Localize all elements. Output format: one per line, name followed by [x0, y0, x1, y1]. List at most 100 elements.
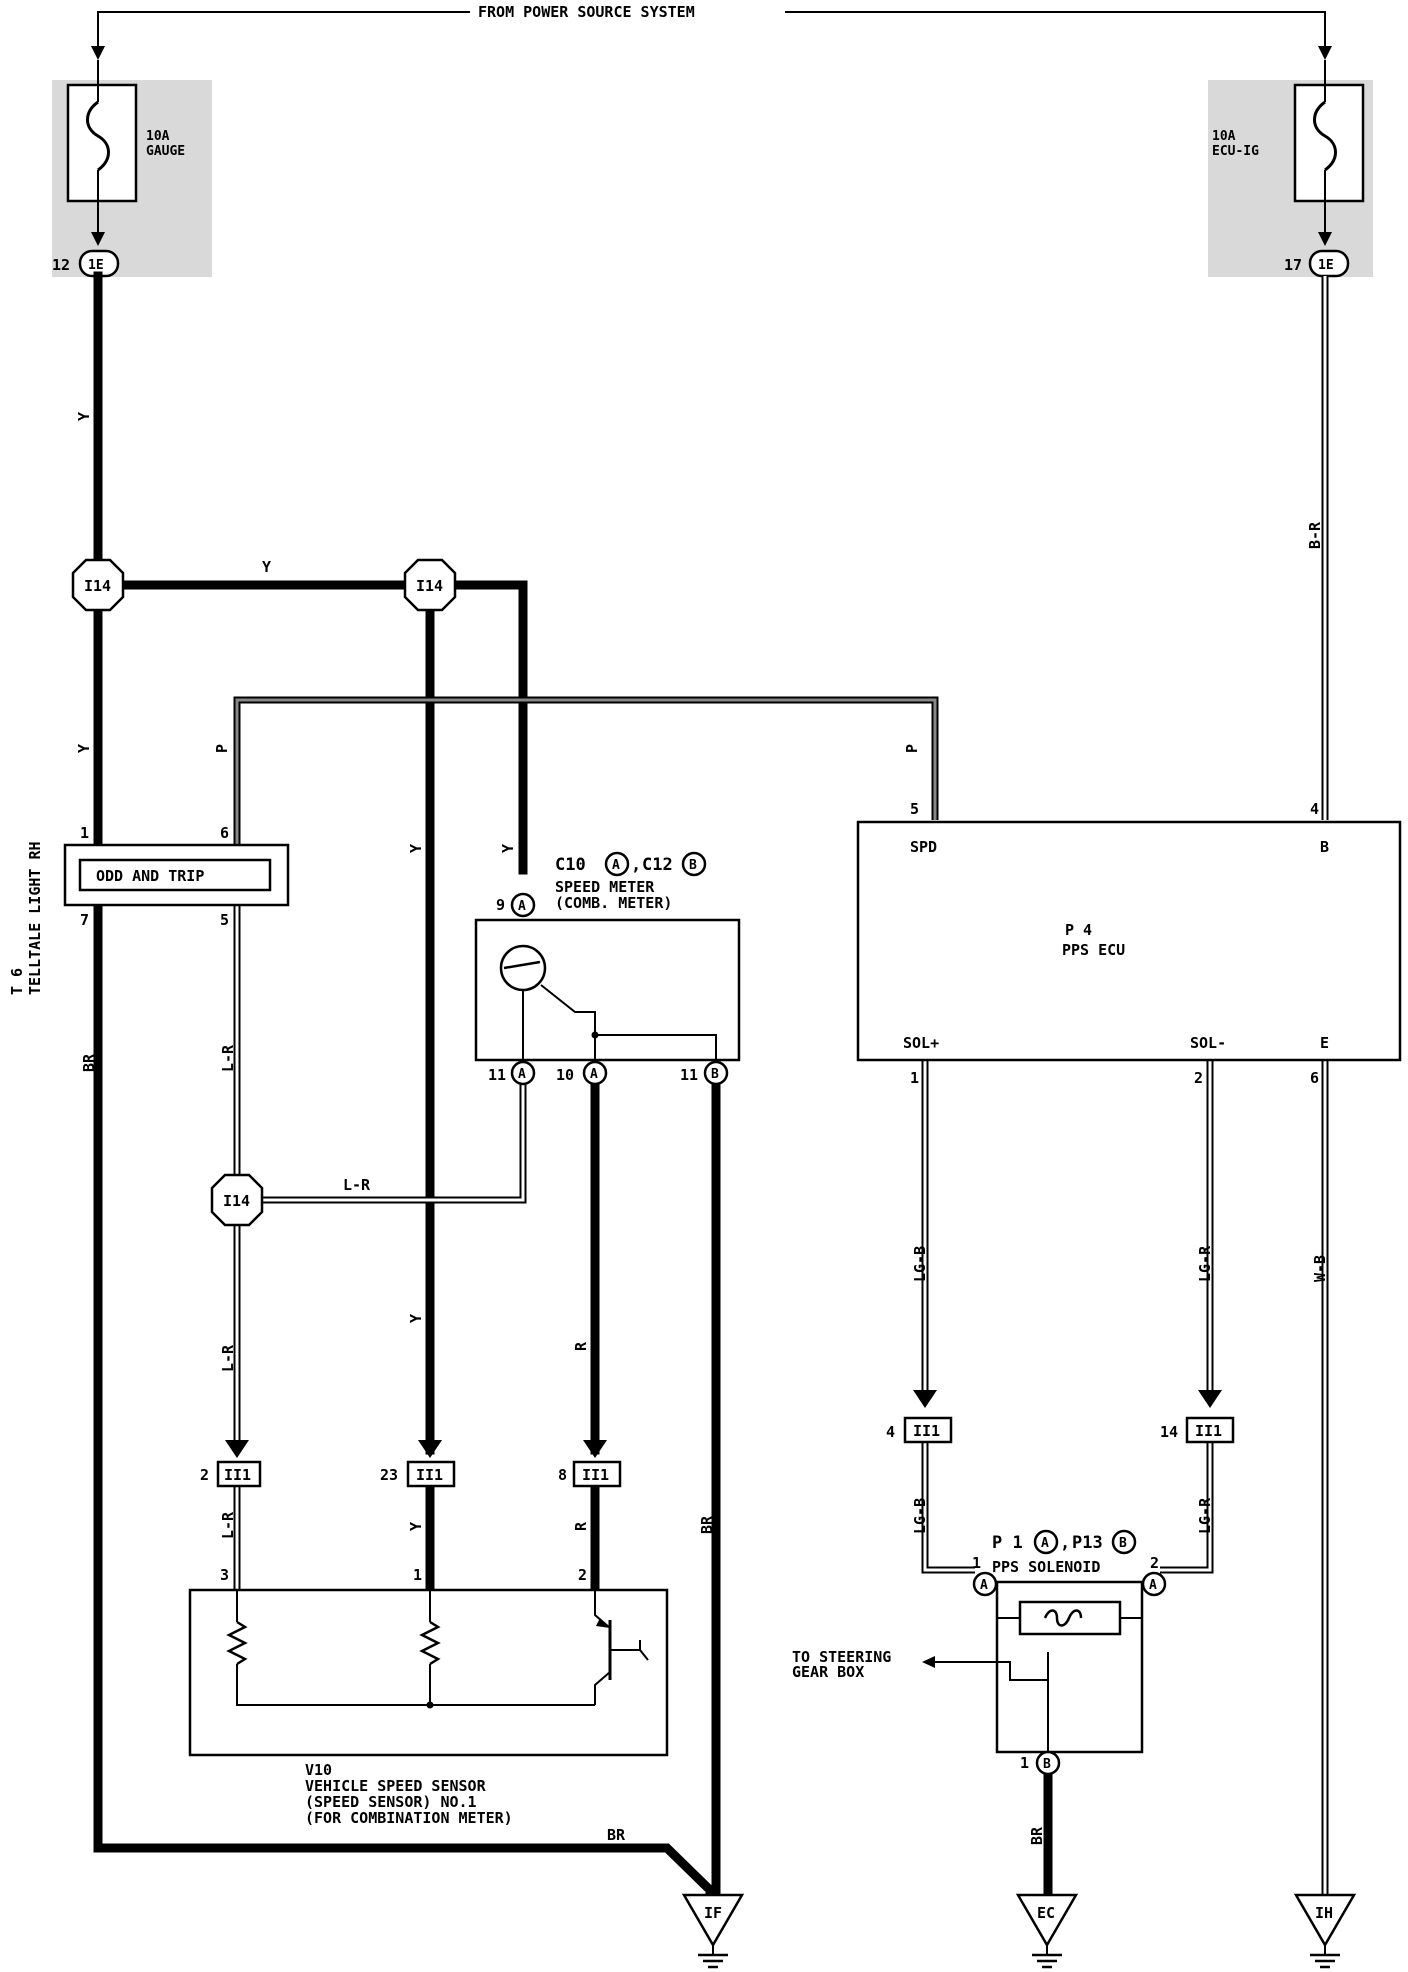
connector-pin: 14: [1160, 1423, 1178, 1441]
ground-label: EC: [1037, 1904, 1055, 1922]
wire-label: Y: [75, 412, 93, 421]
fuse-ecu-name: ECU-IG: [1212, 144, 1259, 159]
wire-label: LG-B: [911, 1246, 929, 1282]
marker-b: B: [689, 858, 697, 873]
wire-label: BR: [1028, 1826, 1046, 1845]
wire-label: W-B: [1311, 1255, 1329, 1282]
marker-b: B: [1119, 1536, 1127, 1551]
ecu-terminal-e: E: [1320, 1034, 1329, 1052]
sensor-pin-3: 3: [220, 1566, 229, 1584]
wire-label: Y: [407, 1314, 425, 1323]
pps-solenoid: P 1 A , P13 B PPS SOLENOID 1 A 2 A 1 B T…: [792, 1529, 1167, 1776]
ecu-terminal-spd: SPD: [910, 838, 937, 856]
steering-note-line2: GEAR BOX: [792, 1663, 864, 1681]
fuse-ecu-ig: 10A ECU-IG 17 1E: [1208, 60, 1373, 278]
ecu-pin-1: 1: [910, 1069, 919, 1087]
wire-label: R: [572, 1521, 590, 1531]
wire-label: R: [572, 1341, 590, 1351]
connector-label: II1: [582, 1466, 609, 1484]
steering-note-line1: TO STEERING: [792, 1648, 891, 1666]
solenoid-code-b: P13: [1072, 1533, 1103, 1553]
fuse-ecu-connector: 1E: [1318, 258, 1334, 273]
connector-ii1-r: 8 II1: [558, 1460, 622, 1488]
arrow-left-icon: [922, 1656, 935, 1668]
telltale-pin-6: 6: [220, 824, 229, 842]
telltale-pin-5: 5: [220, 911, 229, 929]
marker-b: B: [1043, 1757, 1051, 1772]
connector-pin: 2: [200, 1466, 209, 1484]
junction-label: I14: [84, 577, 111, 595]
speed-meter-pin-11a: 11: [488, 1066, 506, 1084]
speed-meter-line1: SPEED METER: [555, 878, 655, 896]
connector-label: II1: [913, 1422, 940, 1440]
ecu-terminal-b: B: [1320, 838, 1329, 856]
resistor-icon: [419, 1620, 441, 1666]
speed-meter-code-a: C10: [555, 855, 586, 875]
marker-b: B: [711, 1067, 719, 1082]
connector-pin: 4: [886, 1423, 895, 1441]
ecu-terminal-sol-plus: SOL+: [903, 1034, 939, 1052]
fuse-gauge: 10A GAUGE 12 1E: [52, 60, 212, 278]
solenoid-pin-1b: 1: [1020, 1754, 1029, 1772]
fuse-gauge-pin: 12: [52, 256, 70, 274]
ground-label: IH: [1315, 1904, 1333, 1922]
ecu-pin-6: 6: [1310, 1069, 1319, 1087]
marker-a: A: [518, 1067, 526, 1082]
ground-ih: IH: [1293, 1893, 1357, 1969]
ecu-code: P 4: [1065, 921, 1092, 939]
sensor-code: V10: [305, 1761, 332, 1779]
fuse-ecu-pin: 17: [1284, 256, 1302, 274]
svg-text:,: ,: [631, 855, 641, 875]
sensor-pin-2: 2: [578, 1566, 587, 1584]
wire-label: BR: [698, 1515, 716, 1534]
connector-ii1-y: 23 II1: [380, 1460, 456, 1488]
transistor-icon: [594, 1590, 649, 1705]
marker-a: A: [980, 1578, 988, 1593]
ecu-name: PPS ECU: [1062, 941, 1125, 959]
ecu-pin-4: 4: [1310, 800, 1319, 818]
marker-a: A: [1041, 1536, 1049, 1551]
wire-label: P: [213, 744, 231, 753]
wire-label: P: [903, 744, 921, 753]
connector-pin: 23: [380, 1466, 398, 1484]
ecu-terminal-sol-minus: SOL-: [1190, 1034, 1226, 1052]
connector-pin: 8: [558, 1466, 567, 1484]
solenoid-pin-2: 2: [1150, 1554, 1159, 1572]
junction-i14-3: I14: [210, 1173, 264, 1227]
junction-i14-1: I14: [71, 558, 125, 612]
wire-labels: Y Y Y P Y Y P BR L-R L-R L-R Y R L-R Y R…: [75, 412, 1329, 1845]
pps-ecu: SPD B P 4 PPS ECU SOL+ SOL- E 5 4 1 2 6: [856, 800, 1402, 1087]
wires: [93, 271, 1329, 1900]
marker-a: A: [612, 858, 620, 873]
telltale-inner-label: ODD AND TRIP: [96, 867, 204, 885]
wire-label: Y: [262, 558, 271, 576]
telltale-code: T 6: [8, 968, 26, 995]
wire-label: Y: [499, 844, 517, 853]
wire-label: B-R: [1306, 521, 1324, 549]
telltale-light: ODD AND TRIP 1 6 7 5 T 6 TELLTALE LIGHT …: [8, 824, 290, 995]
telltale-pin-1: 1: [80, 824, 89, 842]
ecu-pin-5: 5: [910, 800, 919, 818]
ecu-pin-2: 2: [1194, 1069, 1203, 1087]
resistor-icon: [226, 1620, 248, 1666]
sensor-pin-1: 1: [413, 1566, 422, 1584]
power-source-label: FROM POWER SOURCE SYSTEM: [478, 3, 695, 21]
vehicle-speed-sensor: 3 1 2 V10 VEHICLE SPEED SENSOR (SPEED SE…: [188, 1566, 669, 1827]
connector-label: II1: [224, 1466, 251, 1484]
wire-label: Y: [407, 844, 425, 853]
wire-label: LG-B: [911, 1498, 929, 1534]
connector-label: II1: [416, 1466, 443, 1484]
solenoid-code-a: P 1: [992, 1533, 1023, 1553]
wire-label: BR: [607, 1826, 626, 1844]
fuse-icon: [1313, 100, 1337, 172]
wire-label: LG-R: [1196, 1245, 1214, 1282]
sensor-line2: (SPEED SENSOR) NO.1: [305, 1793, 477, 1811]
connector-ii1-lr: 2 II1: [200, 1460, 262, 1488]
power-source-line: FROM POWER SOURCE SYSTEM: [91, 3, 1332, 60]
wire-label: L-R: [219, 1344, 237, 1372]
telltale-name: TELLTALE LIGHT RH: [26, 841, 44, 995]
connector-label: II1: [1195, 1422, 1222, 1440]
marker-a: A: [590, 1067, 598, 1082]
junction-label: I14: [416, 577, 443, 595]
